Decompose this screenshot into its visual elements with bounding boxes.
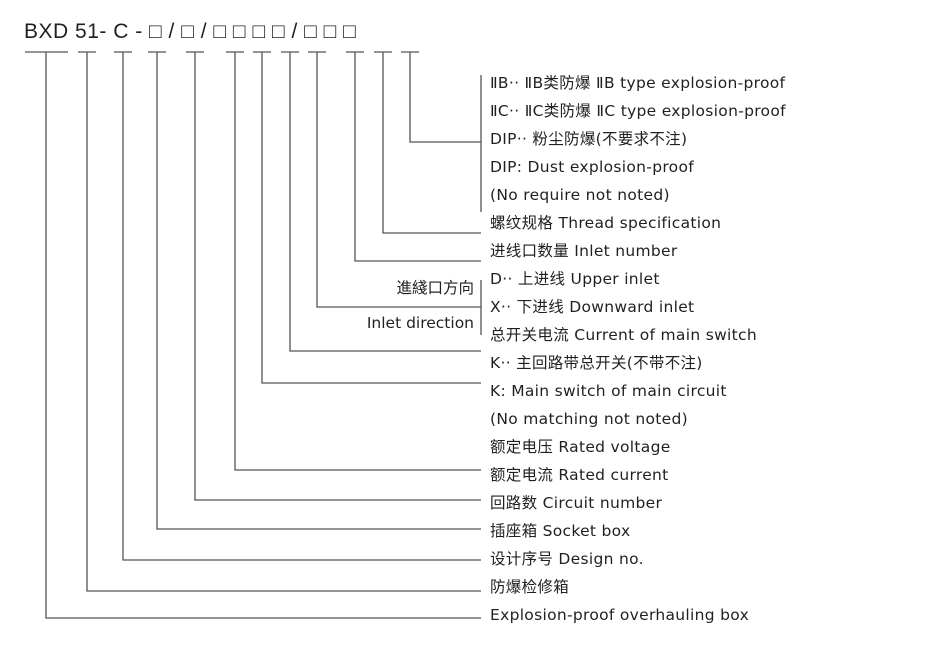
row-type-dip-cn: DIP·· 粉尘防爆(不要求不注) (490, 130, 688, 148)
row-type-iic: ⅡC·· ⅡC类防爆 ⅡC type explosion-proof (490, 102, 786, 120)
inlet-direction-en: Inlet direction (366, 314, 474, 332)
row-design-no: 设计序号 Design no. (490, 550, 644, 568)
row-type-iib: ⅡB·· ⅡB类防爆 ⅡB type explosion-proof (490, 74, 786, 92)
connector-circuit (194, 52, 481, 501)
model-code: BXD 51- C - □ / □ / □ □ □ □ / □ □ □ (24, 20, 357, 43)
connector-socket (156, 52, 481, 530)
connector-inlet-number (354, 52, 481, 262)
connector-type (409, 52, 481, 143)
row-type-dip-en: DIP: Dust explosion-proof (490, 158, 694, 176)
row-main-switch-note: (No matching not noted) (490, 410, 688, 428)
row-main-switch-cn: K·· 主回路带总开关(不带不注) (490, 354, 703, 372)
row-type-note: (No require not noted) (490, 186, 670, 204)
connector-design (122, 52, 481, 561)
row-inlet-number: 进线口数量 Inlet number (490, 242, 678, 260)
connector-box-cn (86, 52, 481, 592)
row-socket-box: 插座箱 Socket box (490, 522, 631, 540)
connector-thread (382, 52, 481, 234)
row-thread: 螺纹规格 Thread specification (490, 214, 722, 232)
row-circuit-number: 回路数 Circuit number (490, 494, 663, 512)
row-box-en: Explosion-proof overhauling box (490, 606, 750, 624)
connector-rated (234, 52, 481, 471)
connector-main-switch (261, 52, 481, 384)
row-rated-current: 额定电流 Rated current (490, 466, 669, 484)
row-main-switch-current: 总开关电流 Current of main switch (490, 326, 757, 344)
inlet-direction-cn: 進綫口方向 (396, 279, 474, 297)
connector-box (45, 52, 481, 619)
row-upper-inlet: D·· 上进线 Upper inlet (490, 270, 660, 288)
connector-inlet-direction (316, 52, 481, 308)
row-main-switch-en: K: Main switch of main circuit (490, 382, 727, 400)
row-downward-inlet: X·· 下进线 Downward inlet (490, 298, 695, 316)
connector-main-switch-current (289, 52, 481, 352)
row-box-cn: 防爆检修箱 (490, 578, 570, 596)
row-rated-voltage: 额定电压 Rated voltage (490, 438, 671, 456)
